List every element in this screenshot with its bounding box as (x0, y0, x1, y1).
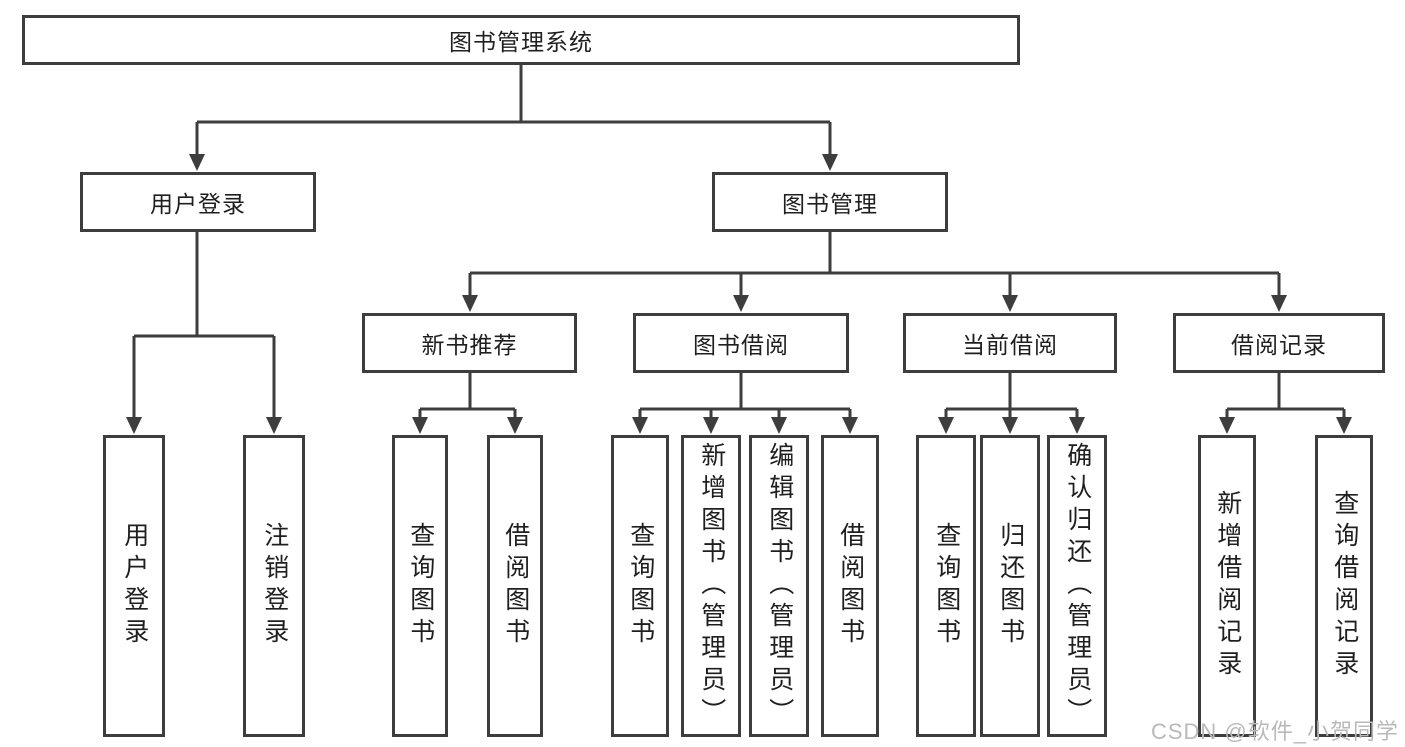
arrowheads (126, 154, 1352, 434)
node-label: 图书管理系统 (449, 29, 593, 55)
leaf-query-books-recommend: 查询图书 (392, 435, 448, 737)
node-label: 新增图书（管理员） (697, 442, 726, 730)
node-borrowing-records: 借阅记录 (1173, 313, 1385, 373)
leaf-query-borrow-record: 查询借阅记录 (1315, 435, 1373, 737)
leaf-borrow-books-recommend: 借阅图书 (487, 435, 543, 737)
leaf-user-login: 用户登录 (103, 435, 165, 737)
leaf-add-borrow-record: 新增借阅记录 (1198, 435, 1256, 737)
node-label: 查询借阅记录 (1330, 490, 1359, 682)
node-book-borrowing: 图书借阅 (633, 313, 849, 373)
node-label: 查询图书 (932, 522, 961, 650)
node-label: 用户登录 (120, 522, 149, 650)
node-new-book-recommendation: 新书推荐 (362, 313, 577, 373)
node-label: 借阅记录 (1231, 332, 1327, 358)
leaf-return-books: 归还图书 (980, 435, 1040, 737)
leaf-edit-book-admin: 编辑图书（管理员） (749, 435, 809, 737)
node-label: 编辑图书（管理员） (765, 442, 794, 730)
node-label: 图书借阅 (693, 332, 789, 358)
node-label: 查询图书 (626, 522, 655, 650)
node-current-borrowing: 当前借阅 (903, 313, 1117, 373)
node-user-login: 用户登录 (80, 172, 316, 232)
node-label: 查询图书 (406, 522, 435, 650)
node-label: 新书推荐 (421, 332, 518, 358)
leaf-confirm-return-admin: 确认归还（管理员） (1047, 435, 1107, 737)
leaf-logout-login: 注销登录 (243, 435, 305, 737)
node-root: 图书管理系统 (22, 15, 1020, 65)
node-label: 注销登录 (260, 522, 289, 650)
leaf-borrow-books-borrow: 借阅图书 (821, 435, 879, 737)
node-label: 确认归还（管理员） (1063, 442, 1092, 730)
node-label: 当前借阅 (962, 332, 1058, 358)
node-label: 用户登录 (150, 191, 246, 217)
node-book-management: 图书管理 (712, 172, 948, 232)
node-label: 归还图书 (996, 522, 1025, 650)
leaf-query-books-borrow: 查询图书 (611, 435, 669, 737)
leaf-query-books-current: 查询图书 (916, 435, 976, 737)
leaf-add-book-admin: 新增图书（管理员） (681, 435, 741, 737)
node-label: 图书管理 (782, 191, 878, 217)
node-label: 新增借阅记录 (1213, 490, 1242, 682)
node-label: 借阅图书 (836, 522, 865, 650)
node-label: 借阅图书 (501, 522, 530, 650)
